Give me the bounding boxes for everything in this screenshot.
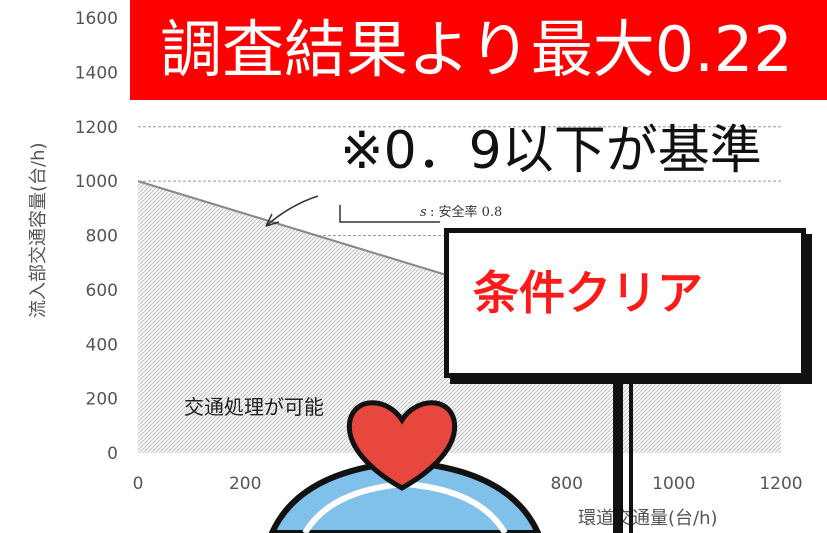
x-axis-label: 環道交通量(台/h) xyxy=(578,508,718,529)
y-tick-label: 1400 xyxy=(75,63,118,83)
y-tick-label: 0 xyxy=(107,444,118,464)
sign-board: 条件クリア xyxy=(444,228,806,378)
y-tick-label: 200 xyxy=(86,390,118,410)
sign-pole xyxy=(613,375,623,533)
banner-text: 調査結果より最大0.22 xyxy=(160,13,793,86)
mascot-illustration xyxy=(268,400,542,533)
y-tick-label: 1200 xyxy=(75,118,118,138)
feasible-region-label: 交通処理が可能 xyxy=(184,395,324,419)
note-bracket xyxy=(339,205,440,223)
result-banner: 調査結果より最大0.22 xyxy=(130,0,827,100)
criteria-text: ※0．9以下が基準 xyxy=(340,121,762,181)
y-tick-label: 1000 xyxy=(75,172,118,192)
heart-icon xyxy=(346,400,458,491)
line-pointer-arrow xyxy=(265,195,319,227)
sign-text: 条件クリア xyxy=(473,266,703,320)
y-axis-label: 流入部交通容量(台/h) xyxy=(28,142,49,318)
x-tick-label: 800 xyxy=(550,474,582,494)
y-tick-label: 600 xyxy=(86,281,118,301)
note-symbol: s xyxy=(420,205,427,220)
y-tick-label: 400 xyxy=(86,335,118,355)
x-tick-label: 1200 xyxy=(759,474,802,494)
x-tick-label: 200 xyxy=(229,474,261,494)
note-text: : 安全率 0.8 xyxy=(430,204,502,220)
y-tick-label: 1600 xyxy=(75,9,118,29)
y-tick-label: 800 xyxy=(86,227,118,247)
sign-pole-inner xyxy=(629,380,633,533)
x-tick-label: 1000 xyxy=(652,474,695,494)
x-tick-label: 0 xyxy=(133,474,144,494)
